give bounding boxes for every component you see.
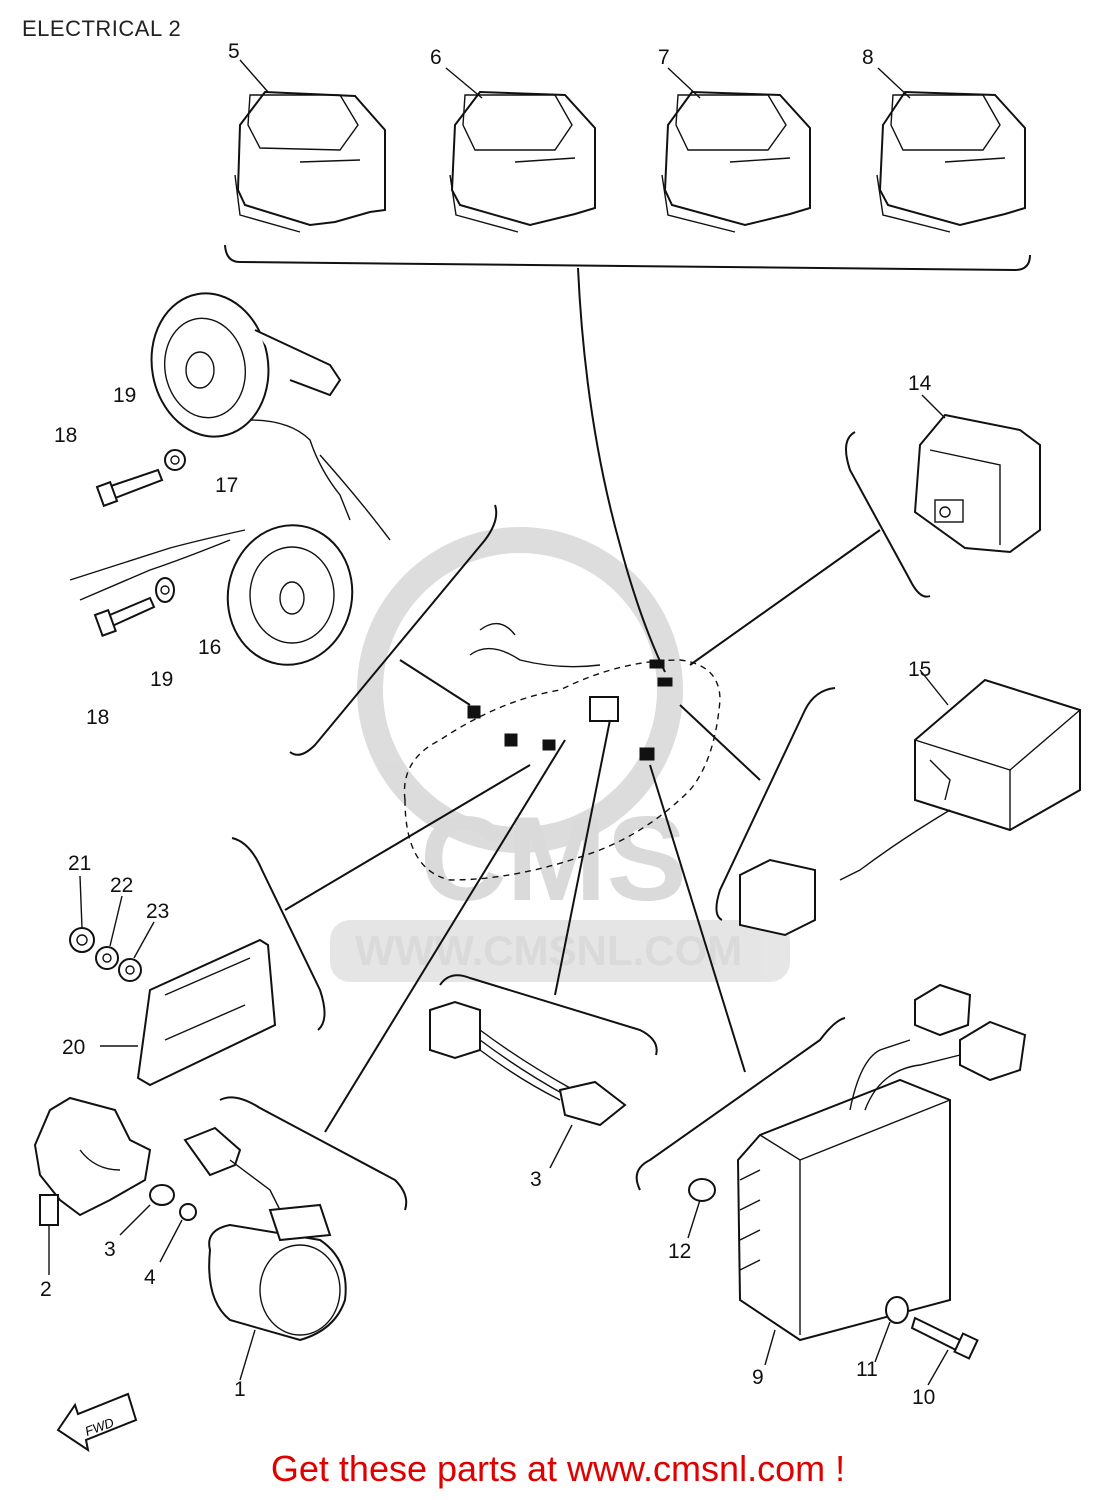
- callout-16: 16: [198, 636, 221, 659]
- bolt-10: [910, 1316, 979, 1386]
- bolt-18-upper: [95, 468, 164, 508]
- washer-19-upper: [164, 449, 186, 471]
- callout-11: 11: [856, 1358, 878, 1381]
- callout-6: 6: [430, 46, 442, 69]
- watermark-url: WWW.CMSNL.COM: [355, 927, 742, 974]
- washer-11: [874, 1296, 909, 1363]
- bracket-top: [224, 244, 1031, 673]
- callout-17: 17: [215, 474, 238, 497]
- nut-12: [687, 1178, 716, 1239]
- callout-12: 12: [668, 1240, 691, 1263]
- watermark: CMS WWW.CMSNL.COM: [330, 527, 790, 982]
- motorcycle-outline: [403, 622, 721, 881]
- relay-6: [449, 90, 596, 233]
- callout-19-lower: 19: [150, 668, 173, 691]
- bracket-1: [219, 1096, 408, 1211]
- reflector-20: [100, 938, 277, 1087]
- callout-14: 14: [908, 372, 932, 395]
- bracket-14: [689, 431, 931, 666]
- leaders-5-8: [239, 59, 911, 99]
- callout-8: 8: [862, 46, 874, 69]
- callout-3-harness: 3: [530, 1168, 542, 1191]
- horn-17: [150, 292, 391, 541]
- callout-2: 2: [40, 1278, 52, 1301]
- fwd-arrow: FWD: [56, 1392, 138, 1453]
- callout-9: 9: [752, 1366, 764, 1389]
- callout-18-upper: 18: [54, 424, 77, 447]
- center-leaders: [284, 719, 746, 1133]
- unit-15: [739, 669, 1081, 937]
- bolt-18-lower: [93, 596, 156, 637]
- horn-1: [183, 1126, 347, 1381]
- spacer-3: [119, 1184, 175, 1236]
- callout-4: 4: [144, 1266, 156, 1289]
- callout-20: 20: [62, 1036, 85, 1059]
- bracket-15: [679, 687, 836, 921]
- callout-22: 22: [110, 874, 133, 897]
- bracket-horns: [289, 504, 498, 756]
- watermark-logo: CMS: [420, 792, 687, 926]
- horn-16: [69, 524, 354, 666]
- callout-5: 5: [228, 40, 240, 63]
- relay-5: [234, 90, 386, 233]
- callout-7: 7: [658, 46, 670, 69]
- rectifier-9: [736, 983, 1027, 1366]
- relay-7: [661, 90, 811, 233]
- callout-labels: 5 6 7 8 14 15 19 18 17 16 19 18 21 22 23…: [40, 40, 935, 1409]
- flasher-14: [913, 394, 1041, 554]
- harness-3: [429, 1000, 627, 1169]
- bracket-9: [635, 1017, 846, 1191]
- callout-21: 21: [68, 852, 91, 875]
- page-title: ELECTRICAL 2: [22, 16, 182, 41]
- nut-4: [159, 1203, 197, 1263]
- callout-23: 23: [146, 900, 169, 923]
- callout-15: 15: [908, 658, 931, 681]
- washer-19-lower: [155, 577, 175, 603]
- bracket-3: [439, 974, 658, 1056]
- callout-10: 10: [912, 1386, 935, 1409]
- footer-link[interactable]: Get these parts at www.cmsnl.com !: [270, 1448, 846, 1489]
- callout-1: 1: [234, 1378, 246, 1401]
- callout-3: 3: [104, 1238, 116, 1261]
- callout-19-upper: 19: [113, 384, 136, 407]
- relay-8: [876, 90, 1026, 233]
- nuts-21-23: [69, 875, 155, 982]
- bracket-20: [231, 837, 326, 1031]
- clamp-2: [33, 1096, 152, 1275]
- callout-18-lower: 18: [86, 706, 109, 729]
